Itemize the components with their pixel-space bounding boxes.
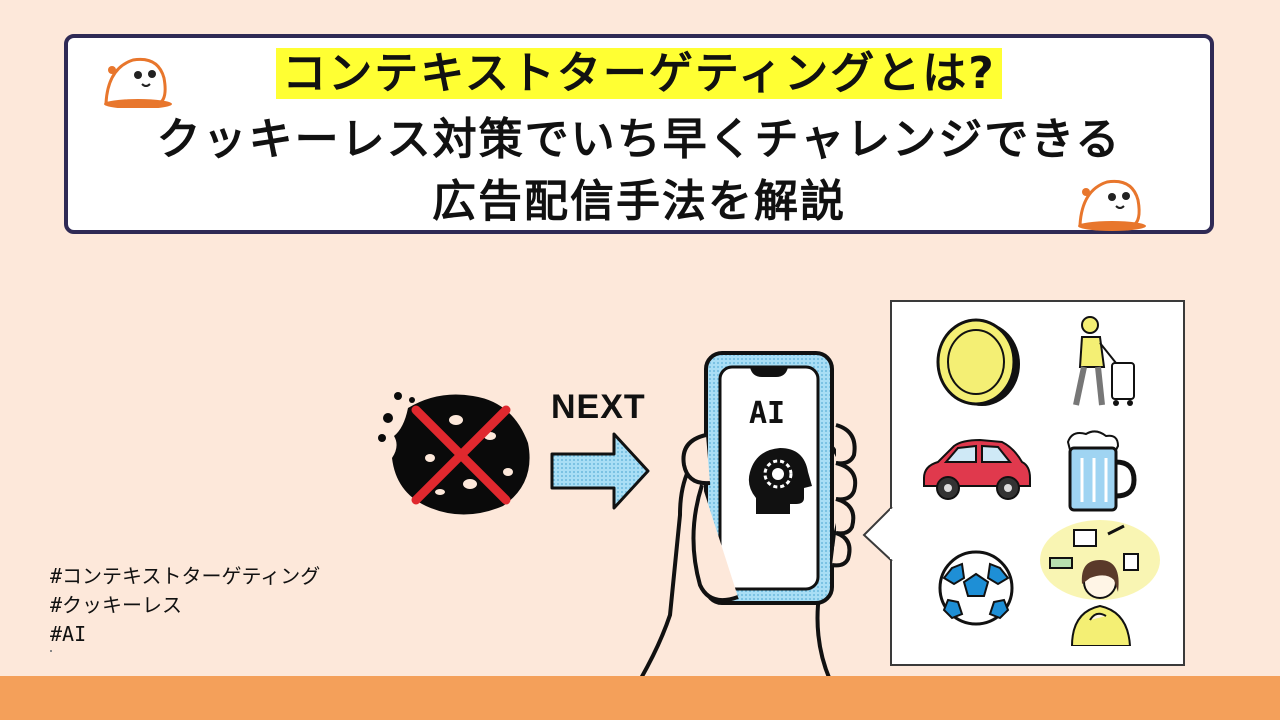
bottom-bar — [0, 676, 1280, 720]
cookie-crossed-icon — [378, 392, 530, 515]
phone-screen-label: AI — [749, 396, 786, 431]
title-highlight: コンテキストターゲティングとは? — [276, 48, 1002, 99]
hashtag-list: #コンテキストターゲティング #クッキーレス #AI — [50, 562, 320, 649]
thinking-woman-icon — [1040, 520, 1160, 646]
hashtag-item: #クッキーレス — [50, 593, 183, 617]
right-arrow-icon — [550, 432, 650, 510]
ai-head-gear-icon — [748, 448, 812, 514]
title-line-3: 広告配信手法を解説 — [432, 176, 846, 227]
mole-mascot-icon — [104, 57, 172, 108]
dot-mark — [50, 650, 52, 652]
car-icon — [923, 438, 1031, 500]
soccer-ball-icon — [938, 550, 1014, 626]
beer-mug-icon — [1066, 430, 1137, 512]
title-line-1: コンテキストターゲティングとは? — [68, 48, 1210, 100]
mole-mascot-icon — [1078, 179, 1146, 231]
title-line-2: クッキーレス対策でいち早くチャレンジできる — [156, 114, 1122, 165]
speech-tail — [862, 506, 894, 562]
coin-icon — [936, 318, 1020, 406]
next-label: NEXT — [551, 388, 646, 426]
title-card: コンテキストターゲティングとは? クッキーレス対策でいち早くチャレンジできる 広… — [64, 34, 1214, 234]
traveler-icon — [1073, 316, 1135, 406]
hashtag-item: #AI — [50, 622, 87, 646]
hashtag-item: #コンテキストターゲティング — [50, 564, 321, 588]
